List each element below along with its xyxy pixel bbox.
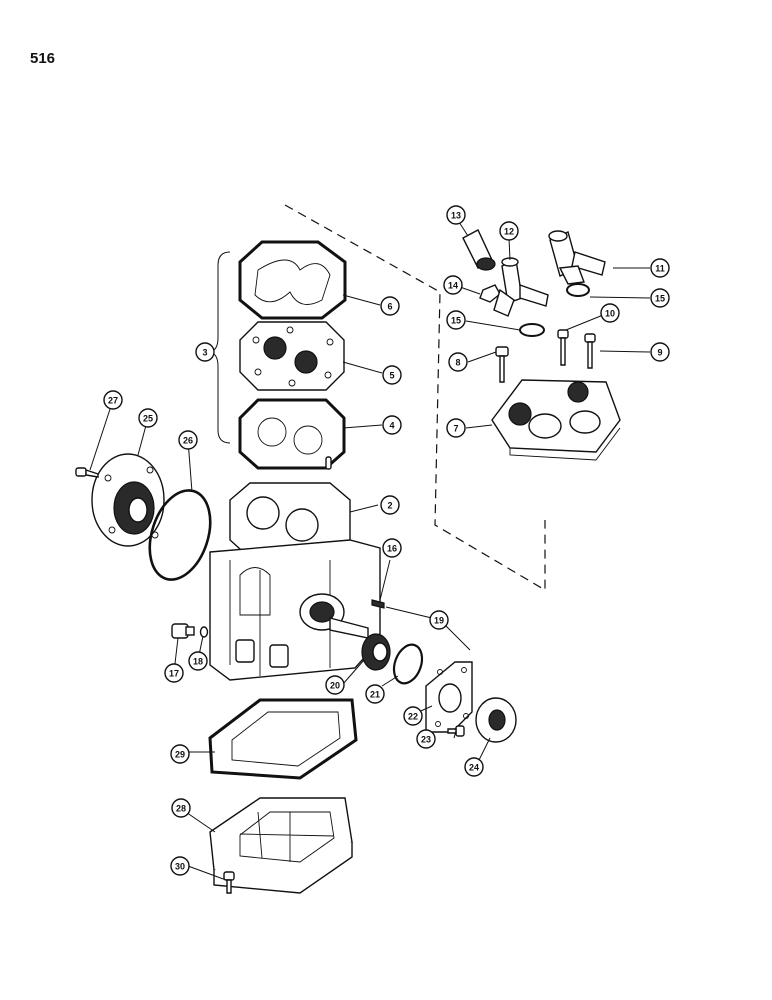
callout-25: 25 xyxy=(138,408,158,428)
svg-text:9: 9 xyxy=(657,348,662,358)
callout-11: 11 xyxy=(650,258,670,278)
callout-6: 6 xyxy=(380,296,400,316)
suction-fitting-11 xyxy=(548,230,606,285)
callout-2: 2 xyxy=(380,495,400,515)
svg-text:29: 29 xyxy=(175,750,185,760)
callout-8: 8 xyxy=(448,352,468,372)
callout-3: 3 xyxy=(195,342,215,362)
o-ring-15-upper xyxy=(566,283,590,297)
svg-text:2: 2 xyxy=(387,501,392,511)
callout-20: 20 xyxy=(325,675,345,695)
plug-17 xyxy=(171,623,195,639)
screw-27 xyxy=(75,467,99,478)
svg-text:30: 30 xyxy=(175,862,185,872)
assembly-dashed-outline xyxy=(284,204,546,592)
callout-12: 12 xyxy=(499,221,519,241)
cylinder-head-7 xyxy=(491,379,621,461)
svg-text:22: 22 xyxy=(408,712,418,722)
callout-24: 24 xyxy=(464,757,484,777)
valve-plate-5 xyxy=(239,321,345,391)
svg-text:24: 24 xyxy=(469,763,479,773)
callout-21: 21 xyxy=(365,684,385,704)
callout-14: 14 xyxy=(443,275,463,295)
page-number: 516 xyxy=(30,50,56,67)
o-ring-21 xyxy=(392,643,424,685)
svg-text:6: 6 xyxy=(387,302,392,312)
svg-text:5: 5 xyxy=(389,371,394,381)
base-gasket-29 xyxy=(208,698,358,780)
woodruff-key-16 xyxy=(371,599,385,609)
o-ring-26 xyxy=(148,489,212,581)
callout-26: 26 xyxy=(178,430,198,450)
dust-cover-24 xyxy=(475,697,517,743)
callout-28: 28 xyxy=(171,798,191,818)
callout-30: 30 xyxy=(170,856,190,876)
bolt-8 xyxy=(495,346,509,383)
callout-15-upper: 15 xyxy=(650,288,670,308)
callout-13: 13 xyxy=(446,205,466,225)
callout-15-lower: 15 xyxy=(446,310,466,330)
seal-plate-22 xyxy=(425,661,473,733)
callout-29: 29 xyxy=(170,744,190,764)
svg-text:13: 13 xyxy=(451,211,461,221)
callout-10: 10 xyxy=(600,303,620,323)
svg-text:8: 8 xyxy=(455,358,460,368)
svg-text:23: 23 xyxy=(421,735,431,745)
svg-text:15: 15 xyxy=(655,294,665,304)
svg-text:20: 20 xyxy=(330,681,340,691)
svg-text:12: 12 xyxy=(504,227,514,237)
base-plate-28 xyxy=(209,797,353,894)
service-valve-13 xyxy=(462,229,496,271)
compressor-body-2 xyxy=(209,482,381,681)
washer-18 xyxy=(199,626,209,638)
bolt-9 xyxy=(584,333,596,369)
callout-5: 5 xyxy=(382,365,402,385)
callout-22: 22 xyxy=(403,706,423,726)
callout-7: 7 xyxy=(446,418,466,438)
callout-16: 16 xyxy=(382,538,402,558)
svg-text:25: 25 xyxy=(143,414,153,424)
callout-27: 27 xyxy=(103,390,123,410)
svg-text:10: 10 xyxy=(605,309,615,319)
callout-18: 18 xyxy=(188,651,208,671)
gasket-4 xyxy=(238,398,346,470)
o-ring-15-lower xyxy=(519,323,545,337)
svg-text:4: 4 xyxy=(389,421,394,431)
callout-23: 23 xyxy=(416,729,436,749)
callout-4: 4 xyxy=(382,415,402,435)
callout-9: 9 xyxy=(650,342,670,362)
svg-text:27: 27 xyxy=(108,396,118,406)
svg-text:15: 15 xyxy=(451,316,461,326)
bolt-10 xyxy=(557,329,569,366)
svg-text:19: 19 xyxy=(434,616,444,626)
dowel-pin xyxy=(325,456,332,470)
end-cover-25 xyxy=(91,453,165,547)
svg-text:16: 16 xyxy=(387,544,397,554)
nut-14 xyxy=(479,284,501,303)
gasket-6 xyxy=(238,240,347,320)
discharge-fitting-12 xyxy=(493,257,549,317)
screw-30 xyxy=(223,871,235,894)
svg-text:7: 7 xyxy=(453,424,458,434)
svg-text:14: 14 xyxy=(448,281,458,291)
svg-text:26: 26 xyxy=(183,436,193,446)
leader-lines xyxy=(89,221,651,881)
svg-text:21: 21 xyxy=(370,690,380,700)
svg-text:28: 28 xyxy=(176,804,186,814)
svg-text:18: 18 xyxy=(193,657,203,667)
shaft-seal-20 xyxy=(361,633,391,671)
svg-text:3: 3 xyxy=(202,348,207,358)
svg-text:11: 11 xyxy=(655,264,665,274)
callout-19: 19 xyxy=(429,610,449,630)
callout-17: 17 xyxy=(164,663,184,683)
svg-text:17: 17 xyxy=(169,669,179,679)
